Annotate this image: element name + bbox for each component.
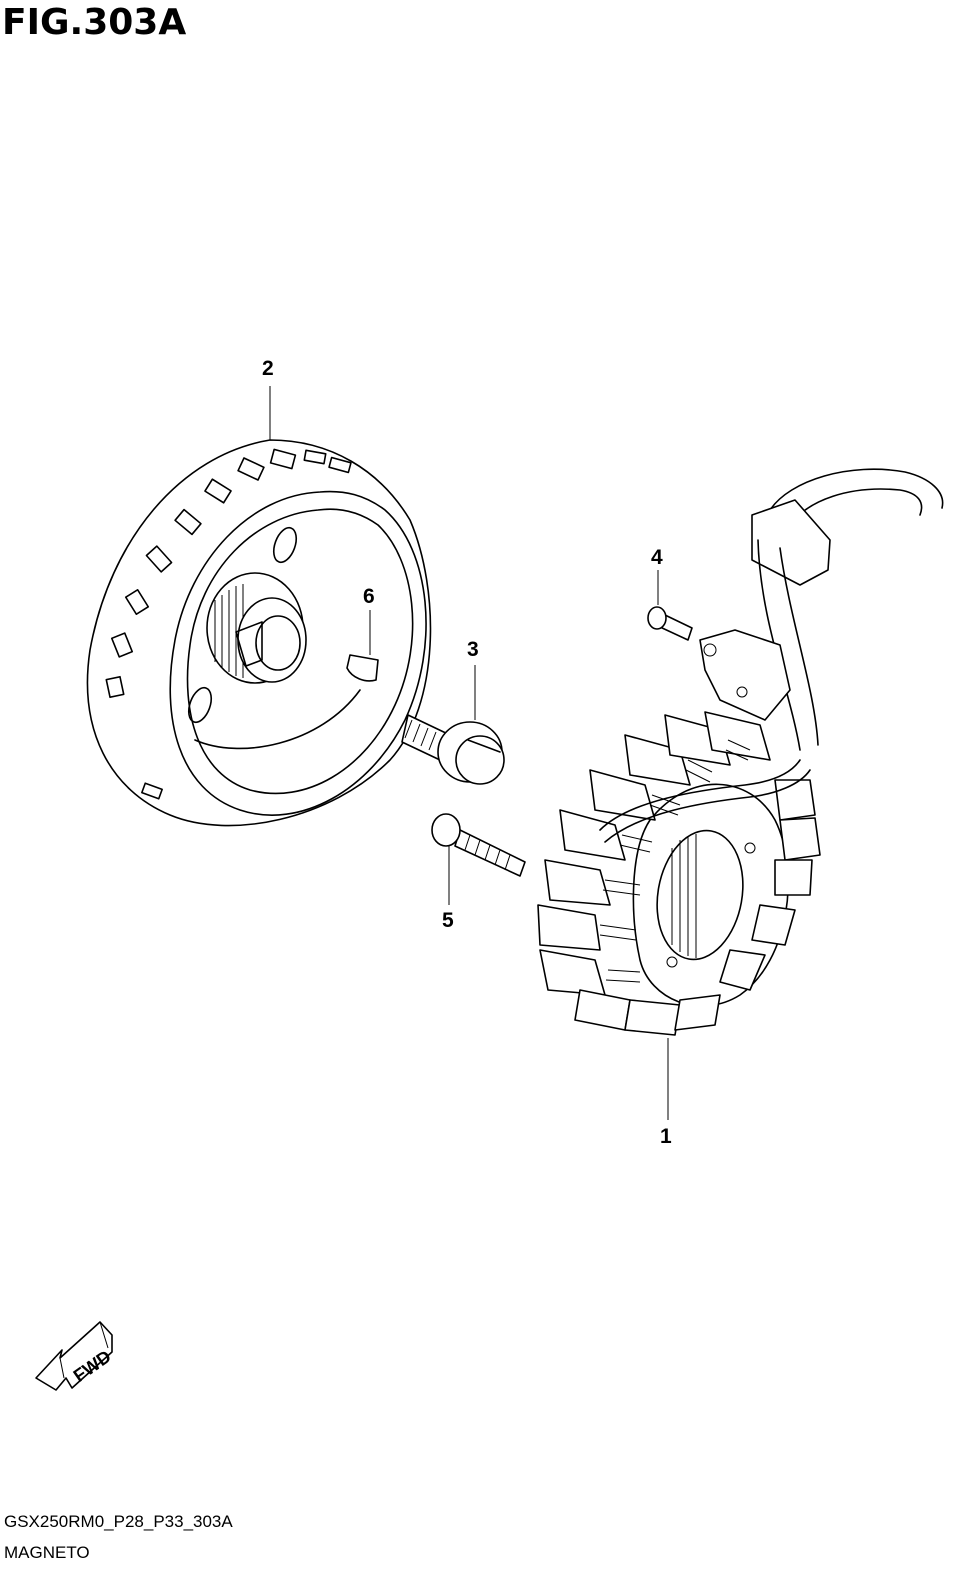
stator-screw[interactable]: 5 [431, 813, 526, 932]
callout-2[interactable]: 2 [262, 357, 274, 380]
callout-3[interactable]: 3 [467, 638, 479, 661]
fwd-direction-arrow-icon: FWD [35, 1321, 115, 1391]
callout-1[interactable]: 1 [660, 1125, 672, 1148]
drawing-code: GSX250RM0_P28_P33_303A [4, 1512, 233, 1531]
stator-assembly[interactable]: 1 [537, 468, 944, 1148]
rotor-flywheel[interactable]: 2 [86, 357, 432, 827]
callout-6[interactable]: 6 [363, 585, 375, 608]
rotor-bolt[interactable]: 3 [401, 638, 505, 785]
clamp-screw[interactable]: 4 [647, 546, 693, 641]
figure-title: FIG.303A [2, 2, 187, 43]
section-name: MAGNETO [4, 1543, 90, 1562]
callout-4[interactable]: 4 [651, 546, 663, 569]
woodruff-key[interactable]: 6 [346, 585, 379, 682]
callout-5[interactable]: 5 [442, 909, 454, 932]
